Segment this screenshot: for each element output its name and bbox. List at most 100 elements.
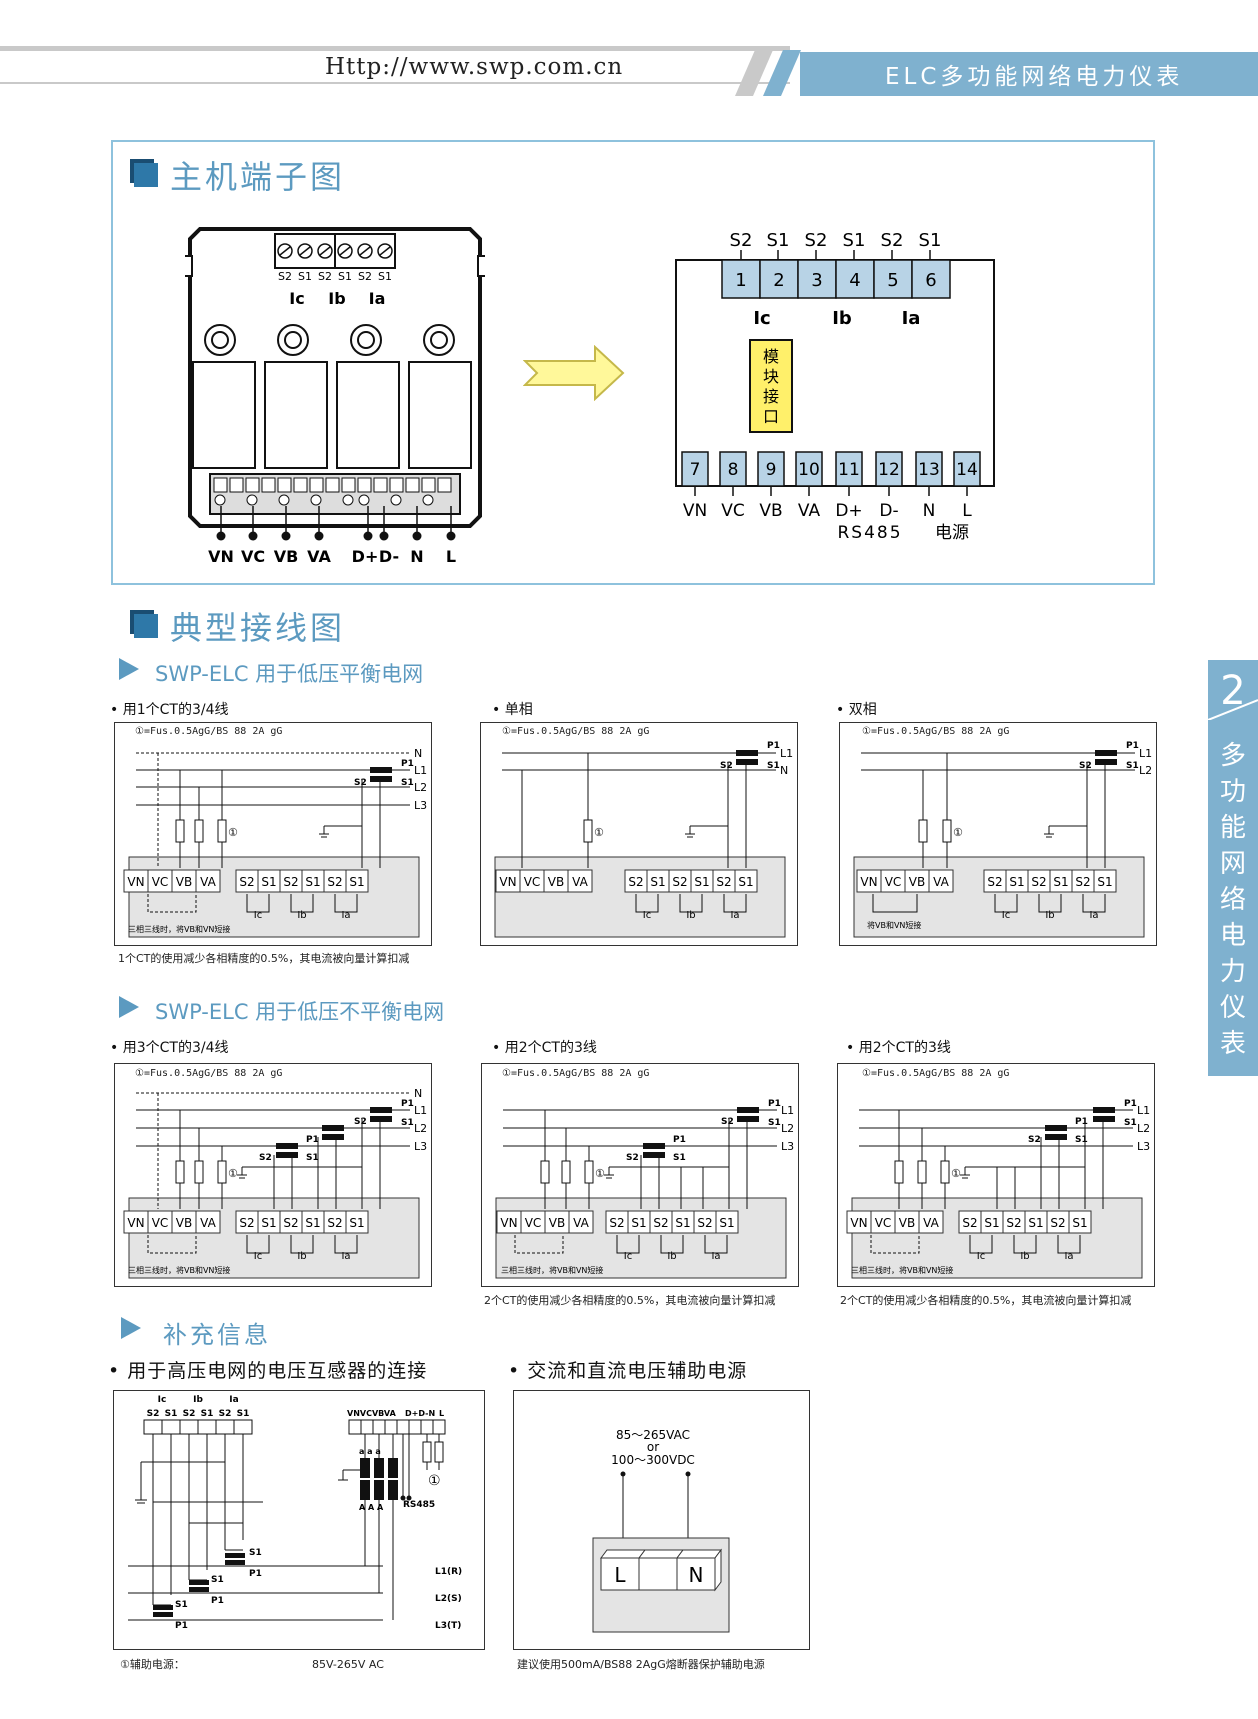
svg-text:S1: S1 [211, 1575, 224, 1585]
inner-note: 将VB和VN短接 [867, 920, 921, 930]
svg-text:L2: L2 [781, 1122, 794, 1135]
terminal-l: L [614, 1563, 626, 1587]
svg-text:S2: S2 [283, 1216, 298, 1230]
svg-text:L: L [439, 1409, 444, 1418]
tb-label: VN [127, 875, 144, 889]
svg-text:S2: S2 [1028, 1135, 1041, 1145]
terminal-n: N [689, 1563, 704, 1587]
svg-text:VC: VC [885, 875, 902, 889]
svg-text:Ic: Ic [1002, 910, 1010, 921]
terminal-number: 4 [849, 270, 860, 291]
svg-text:Ic: Ic [624, 1251, 632, 1262]
fuse-note: ①=Fus.0.5AgG/BS 88 2A gG [862, 726, 1010, 737]
svg-text:A A A: A A A [359, 1503, 384, 1512]
svg-text:L3: L3 [1137, 1140, 1150, 1153]
side-tab-char: 能 [1219, 813, 1246, 843]
svg-text:Ia: Ia [229, 1395, 238, 1405]
module-char: 口 [763, 407, 779, 426]
triangle-icon [119, 658, 139, 680]
terminal-diagram-frame [111, 140, 1155, 585]
rs485-label: RS485 [403, 1500, 435, 1510]
svg-text:Ic: Ic [158, 1395, 167, 1405]
diagram-caption: • 单相 [492, 702, 533, 718]
svg-text:Ia: Ia [730, 910, 739, 921]
schematic-top-label: S2 [881, 230, 904, 251]
current-label: Ia [369, 289, 386, 308]
fuse-note: ①=Fus.0.5AgG/BS 88 2A gG [135, 726, 283, 737]
module-char: 接 [763, 387, 779, 406]
bottom-terminal-label: N [410, 547, 423, 566]
svg-text:P1: P1 [767, 741, 780, 751]
schematic-bottom-label: L [962, 501, 972, 521]
svg-text:S1: S1 [768, 1118, 781, 1128]
schematic-top-label: S1 [919, 230, 942, 251]
svg-text:P1: P1 [306, 1135, 319, 1145]
website-url[interactable]: Http://www.swp.com.cn [325, 54, 624, 80]
terminal-number: 10 [798, 460, 820, 480]
tb-label: S1 [349, 875, 364, 889]
svg-text:Ib: Ib [1045, 910, 1054, 921]
header-rule-bottom [0, 82, 790, 84]
svg-text:S2: S2 [716, 875, 731, 889]
header-title: ELC多功能网络电力仪表 [885, 64, 1184, 90]
svg-text:S1: S1 [719, 1216, 734, 1230]
triangle-icon [121, 1317, 141, 1339]
svg-text:VB: VB [176, 1216, 192, 1230]
side-tab-char: 功 [1219, 777, 1246, 807]
svg-text:①: ① [594, 826, 604, 839]
svg-text:①: ① [953, 826, 963, 839]
svg-text:L1: L1 [780, 747, 793, 760]
svg-text:S1: S1 [306, 1153, 319, 1163]
bottom-terminal-label: D- [379, 547, 399, 566]
terminal-number: 1 [735, 270, 746, 291]
terminal-label: S2 [318, 270, 332, 283]
fuse-note: ①=Fus.0.5AgG/BS 88 2A gG [135, 1068, 283, 1079]
svg-text:VA: VA [572, 875, 588, 889]
svg-text:Ia: Ia [341, 1251, 350, 1262]
svg-text:N: N [414, 747, 422, 760]
terminal-number: 5 [887, 270, 898, 291]
svg-text:Ia: Ia [1089, 910, 1098, 921]
diagram-caption: • 用2个CT的3线 [492, 1040, 597, 1056]
svg-text:P1: P1 [1124, 1099, 1137, 1109]
side-tab-char: 电 [1219, 921, 1246, 951]
svg-text:S1: S1 [175, 1600, 188, 1610]
svg-text:S2: S2 [1050, 1216, 1065, 1230]
terminal-label: S2 [358, 270, 372, 283]
current-label: Ib [328, 289, 345, 308]
svg-text:Ib: Ib [193, 1395, 203, 1405]
schematic-bottom-label: D+ [835, 501, 862, 521]
subtitle-unbalanced: SWP-ELC 用于低压不平衡电网 [155, 1000, 445, 1024]
vt-caption: • 用于高压电网的电压互感器的连接 [108, 1360, 428, 1382]
svg-text:Ia: Ia [1064, 1251, 1073, 1262]
svg-text:S1: S1 [673, 1153, 686, 1163]
side-tab-char: 网 [1219, 849, 1246, 879]
svg-text:Ib: Ib [297, 910, 306, 921]
svg-text:VN: VN [500, 1216, 517, 1230]
svg-text:S2: S2 [354, 1117, 367, 1127]
diagram-note: 2个CT的使用减少各相精度的0.5%，其电流被向量计算扣减 [840, 1294, 1132, 1307]
svg-text:VC: VC [875, 1216, 892, 1230]
svg-text:S2: S2 [183, 1409, 196, 1419]
svg-text:S2: S2 [962, 1216, 977, 1230]
svg-text:S1: S1 [401, 1118, 414, 1128]
aux-footer: 建议使用500mA/BS88 2AgG熔断器保护辅助电源 [517, 1658, 765, 1671]
svg-text:VB: VB [549, 1216, 565, 1230]
svg-text:①: ① [428, 1473, 441, 1489]
tb-label: S2 [327, 875, 342, 889]
svg-text:S2: S2 [720, 761, 733, 771]
svg-text:S1: S1 [1053, 875, 1068, 889]
svg-text:S1: S1 [1097, 875, 1112, 889]
svg-text:S1: S1 [1075, 1135, 1088, 1145]
diagram-caption: • 用2个CT的3线 [846, 1040, 951, 1056]
terminal-number: 14 [956, 460, 978, 480]
svg-text:Ic: Ic [977, 1251, 985, 1262]
svg-text:S2: S2 [327, 1216, 342, 1230]
svg-text:Ic: Ic [254, 910, 262, 921]
terminal-schematic: S2 S1 S2 S1 S2 S1 1 2 3 4 5 6 Ic Ib Ia 模… [675, 230, 995, 543]
svg-text:S2: S2 [1079, 761, 1092, 771]
